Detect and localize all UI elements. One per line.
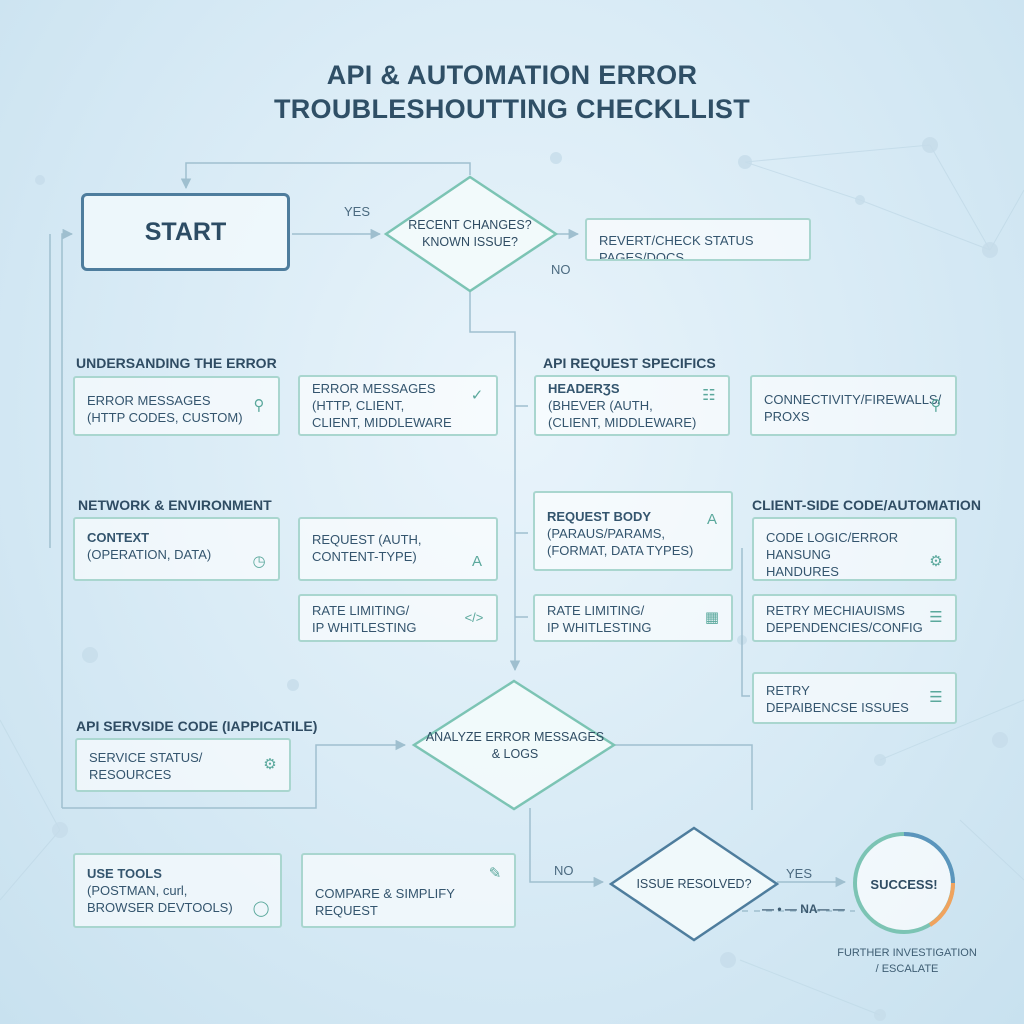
decision-resolved-label[interactable]: ISSUE RESOLVED?	[636, 876, 752, 891]
decision-analyze-label[interactable]: ANALYZE ERROR MESSAGES & LOGS	[425, 730, 605, 761]
page-title: API & AUTOMATION ERROR TROUBLESHOUTTING …	[0, 58, 1024, 126]
section-understanding-error: UNDERSANDING THE ERROR	[76, 355, 277, 371]
section-api-request-specifics: API REQUEST SPECIFICS	[543, 355, 716, 371]
section-client-side-code: CLIENT-SIDE CODE/AUTOMATION	[752, 497, 981, 513]
code-icon: </>	[464, 610, 484, 625]
code-logic-box[interactable]: CODE LOGIC/ERROR HANSUNG HANDURES ⚙	[752, 517, 957, 581]
compare-simplify-box-text: COMPARE & SIMPLIFY REQUEST	[315, 886, 455, 918]
use-tools-box[interactable]: USE TOOLS (POSTMAN, curl, BROWSER DEVTOO…	[73, 853, 282, 928]
use-tools-box-text: USE TOOLS (POSTMAN, curl, BROWSER DEVTOO…	[87, 866, 233, 915]
diamond-analyze	[411, 679, 617, 811]
magnifier-icon: ⚲	[930, 396, 942, 414]
diamond-recent-changes	[383, 175, 559, 293]
headers-box[interactable]: HEADERƷS (BHEVER (AUTH, (CLIENT, MIDDLEW…	[534, 375, 730, 436]
connectivity-box[interactable]: CONNECTIVITY/FIREWALLS/ PROXS ⚲	[750, 375, 957, 436]
decision-recent-changes-label[interactable]: RECENT CHANGES? KNOWN ISSUE?	[408, 218, 532, 249]
gear-icon: ⚙	[263, 756, 277, 773]
service-status-box[interactable]: SERVICE STATUS/ RESOURCES ⚙	[75, 738, 291, 792]
code-icon: ✎	[488, 865, 502, 882]
context-box-text: CONTEXT (OPERATION, DATA)	[87, 530, 212, 562]
diamond-resolved	[608, 826, 780, 942]
rate-limiting-box-2[interactable]: RATE LIMITING/ IP WHITLESTING ▦	[533, 594, 733, 642]
further-investigation-label: FURTHER INVESTIGATION / ESCALATE	[837, 947, 977, 975]
revert-label: REVERT/CHECK STATUS PAGES/DOCS	[599, 233, 754, 261]
check-circle-icon: ✓	[470, 387, 484, 404]
database-icon: ☰	[929, 609, 943, 626]
shield-icon: ◯	[252, 900, 270, 917]
compare-simplify-box[interactable]: COMPARE & SIMPLIFY REQUEST ✎	[301, 853, 516, 928]
retry-mechanisms-box-text: RETRY MECHIAUISMS DEPENDENCIES/CONFIG	[766, 603, 923, 635]
service-status-box-text: SERVICE STATUS/ RESOURCES	[89, 750, 203, 782]
start-node[interactable]: START	[81, 193, 290, 271]
chip-icon: ▦	[704, 609, 720, 626]
text-icon: A	[471, 553, 482, 570]
rate-limiting-box-1[interactable]: RATE LIMITING/ IP WHITLESTING </>	[298, 594, 498, 642]
error-messages-box-1[interactable]: ERROR MESSAGES (HTTP CODES, CUSTOM) ⚲	[73, 376, 280, 436]
request-body-box[interactable]: REQUEST BODY (PARAUS/PARAMS, (FORMAT, DA…	[533, 491, 733, 571]
flow-label-na: — • — NA— —	[762, 902, 845, 916]
retry-dependence-box[interactable]: RETRY DEPAIBENCSE ISSUES ☰	[752, 672, 957, 724]
retry-mechanisms-box[interactable]: RETRY MECHIAUISMS DEPENDENCIES/CONFIG ☰	[752, 594, 957, 642]
magnifier-icon: ⚲	[253, 397, 265, 414]
context-box[interactable]: CONTEXT (OPERATION, DATA) ◷	[73, 517, 280, 581]
error-messages-box-2[interactable]: ERROR MESSAGES (HTTP, CLIENT, CLIENT, MI…	[298, 375, 498, 436]
rate-limiting-box-2-text: RATE LIMITING/ IP WHITLESTING	[547, 603, 652, 635]
error-messages-box-2-text: ERROR MESSAGES (HTTP, CLIENT, CLIENT, MI…	[312, 381, 452, 430]
title-line-2: TROUBLESHOUTTING CHECKLLIST	[273, 94, 751, 124]
code-logic-box-text: CODE LOGIC/ERROR HANSUNG HANDURES	[766, 530, 899, 579]
success-node[interactable]: SUCCESS!	[870, 876, 938, 892]
revert-box[interactable]: REVERT/CHECK STATUS PAGES/DOCS	[585, 218, 811, 261]
section-network-environment: NETWORK & ENVIRONMENT	[78, 497, 272, 513]
clock-icon: ◷	[252, 553, 266, 570]
retry-dependence-box-text: RETRY DEPAIBENCSE ISSUES	[766, 683, 909, 715]
flow-label-no-top: NO	[551, 262, 571, 277]
gear-icon: ⚙	[929, 553, 943, 570]
connectivity-box-text: CONNECTIVITY/FIREWALLS/ PROXS	[764, 392, 942, 424]
flow-label-yes-top: YES	[344, 204, 371, 219]
flow-label-no-bottom: NO	[554, 863, 574, 878]
settings-icon: ☷	[702, 387, 716, 404]
database-icon: ☰	[929, 689, 943, 706]
error-messages-box-1-text: ERROR MESSAGES (HTTP CODES, CUSTOM)	[87, 393, 243, 425]
request-auth-box-text: REQUEST (AUTH, CONTENT-TYPE)	[312, 532, 422, 564]
headers-box-text: HEADERƷS (BHEVER (AUTH, (CLIENT, MIDDLEW…	[548, 381, 697, 430]
request-auth-box[interactable]: REQUEST (AUTH, CONTENT-TYPE) A	[298, 517, 498, 581]
rate-limiting-box-1-text: RATE LIMITING/ IP WHITLESTING	[312, 603, 417, 635]
text-icon: A	[706, 511, 717, 528]
section-server-side-code: API SERVSIDE CODE (IAPPICATILE)	[76, 718, 318, 734]
request-body-box-text: REQUEST BODY (PARAUS/PARAMS, (FORMAT, DA…	[547, 509, 694, 558]
flow-label-yes-bottom: YES	[786, 866, 813, 881]
title-line-1: API & AUTOMATION ERROR	[326, 60, 698, 90]
